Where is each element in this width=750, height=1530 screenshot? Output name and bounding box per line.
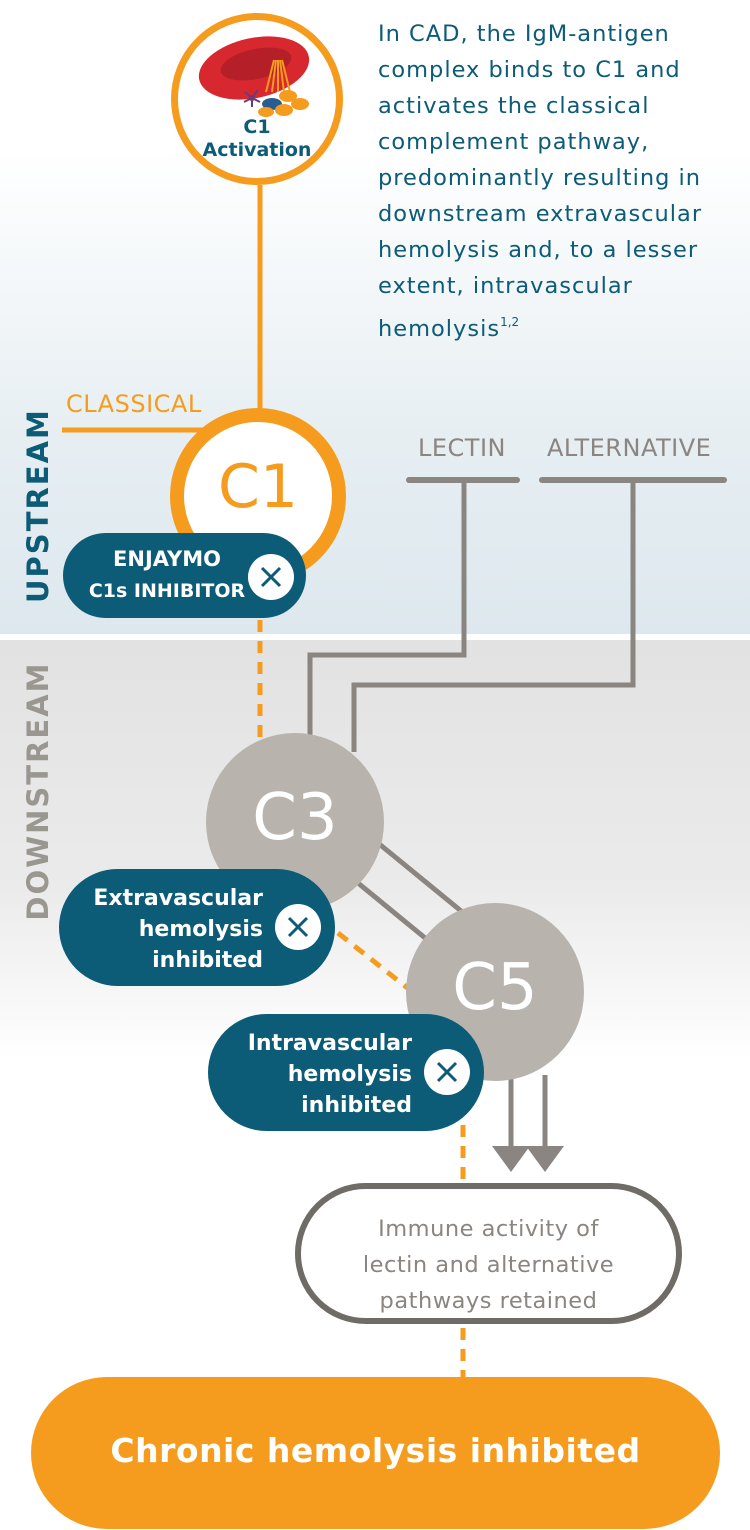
lectin-pathway-label: LECTIN <box>418 434 506 462</box>
intro-body: In CAD, the IgM-antigen complex binds to… <box>378 21 703 342</box>
x-circle-icon <box>275 904 321 950</box>
arrowhead-1 <box>492 1146 530 1172</box>
lectin-path <box>307 480 467 740</box>
c1-activation-line2: Activation <box>202 139 312 161</box>
classical-pathway-label: CLASSICAL <box>66 390 202 418</box>
outcome-banner: Chronic hemolysis inhibited <box>31 1377 720 1529</box>
c1-activation-node: C1 Activation <box>171 13 343 185</box>
extravascular-line2: hemolysis <box>138 917 263 942</box>
c3-to-c5-line-upper <box>376 841 468 917</box>
red-blood-cell-with-antibody-complex-icon <box>198 36 310 117</box>
immune-line2: lectin and alternative <box>362 1252 615 1278</box>
extravascular-line1: Extravascular <box>93 886 263 911</box>
c1-activation-line1: C1 <box>243 116 271 138</box>
downstream-label: DOWNSTREAM <box>21 661 55 921</box>
arrowhead-2 <box>526 1146 564 1172</box>
immune-activity-retained-box: Immune activity of lectin and alternativ… <box>295 1183 682 1324</box>
intravascular-text: Intravascular hemolysis inhibited <box>222 1028 412 1121</box>
x-circle-icon <box>424 1049 470 1095</box>
x-circle-icon <box>248 554 294 600</box>
blocked-c3-to-c5-dashed <box>336 931 412 992</box>
intro-text: In CAD, the IgM-antigen complex binds to… <box>378 16 738 347</box>
c3-node-label: C3 <box>252 781 338 855</box>
extravascular-text: Extravascular hemolysis inhibited <box>73 883 263 976</box>
immune-line3: pathways retained <box>379 1288 598 1314</box>
intro-references: 1,2 <box>500 315 520 329</box>
alternative-path <box>351 480 636 752</box>
c1-node-label: C1 <box>217 452 299 522</box>
c3-to-c5-line-lower <box>356 881 432 944</box>
intravascular-hemolysis-inhibited-badge: Intravascular hemolysis inhibited <box>208 1014 484 1131</box>
upstream-label: UPSTREAM <box>21 408 55 603</box>
section-divider <box>0 634 750 640</box>
immune-line1: Immune activity of <box>378 1216 599 1242</box>
extravascular-hemolysis-inhibited-badge: Extravascular hemolysis inhibited <box>59 869 335 986</box>
upstream-background <box>0 0 750 634</box>
immune-activity-text: Immune activity of lectin and alternativ… <box>321 1211 656 1319</box>
enjaymo-subtitle: C1s INHIBITOR <box>88 580 246 602</box>
intravascular-line3: inhibited <box>301 1093 412 1118</box>
intravascular-line1: Intravascular <box>247 1031 412 1056</box>
intravascular-line2: hemolysis <box>287 1062 412 1087</box>
enjaymo-inhibitor-badge: ENJAYMO C1s INHIBITOR <box>63 533 306 618</box>
c1-activation-label: C1 Activation <box>178 116 336 162</box>
extravascular-line3: inhibited <box>152 948 263 973</box>
c5-node-label: C5 <box>452 951 538 1025</box>
alternative-pathway-label: ALTERNATIVE <box>547 434 712 462</box>
outcome-text: Chronic hemolysis inhibited <box>110 1431 641 1470</box>
enjaymo-name: ENJAYMO <box>113 547 221 571</box>
